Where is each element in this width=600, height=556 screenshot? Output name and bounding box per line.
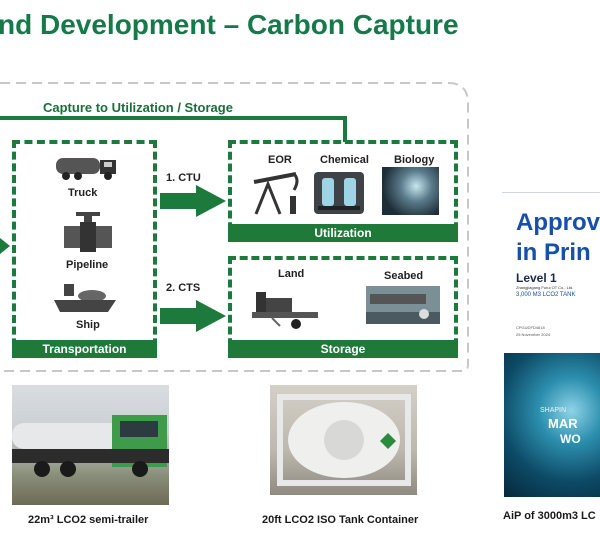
storage-item-land: Land xyxy=(278,268,304,280)
iso-tank-photo xyxy=(270,385,417,495)
transport-item-ship: Ship xyxy=(76,319,100,331)
doc-heading-line2: in Prin xyxy=(516,239,591,267)
aip-document: Approv in Prin Level 1 Zhangjiagang Furu… xyxy=(502,192,600,498)
route-ctu-label: 1. CTU xyxy=(166,172,201,184)
chemical-plant-icon xyxy=(314,168,364,214)
doc-cover-image: SHAPIN MAR WO xyxy=(504,353,600,497)
seabed-storage-icon xyxy=(366,286,440,324)
doc-cover-text1: SHAPIN xyxy=(540,407,566,414)
storage-label: Storage xyxy=(228,340,458,358)
doc-date: 25 November 2024 xyxy=(516,332,550,337)
doc-cover-text3: WO xyxy=(560,432,581,446)
doc-level: Level 1 xyxy=(516,271,557,285)
pipeline-icon xyxy=(64,212,112,252)
transport-item-pipeline: Pipeline xyxy=(66,259,108,271)
biology-image xyxy=(382,167,439,215)
storage-item-seabed: Seabed xyxy=(384,270,423,282)
truck-icon xyxy=(54,154,122,182)
utilization-item-biology: Biology xyxy=(394,154,434,166)
semi-trailer-caption: 22m³ LCO2 semi-trailer xyxy=(28,514,148,526)
doc-subject: 3,000 M3 LCO2 TANK xyxy=(516,292,575,298)
utilization-label: Utilization xyxy=(228,224,458,242)
utilization-item-eor: EOR xyxy=(268,154,292,166)
semi-trailer-illustration xyxy=(12,385,169,505)
land-storage-icon xyxy=(252,282,318,330)
transport-item-truck: Truck xyxy=(68,187,97,199)
doc-company: Zhangjiagang Furui OT Co., Ltd. xyxy=(516,285,573,290)
top-flow-label: Capture to Utilization / Storage xyxy=(43,100,233,115)
doc-ref: CPGUDFD4618 xyxy=(516,325,545,330)
route-cts-label: 2. CTS xyxy=(166,282,200,294)
iso-tank-caption: 20ft LCO2 ISO Tank Container xyxy=(262,514,418,526)
utilization-item-chemical: Chemical xyxy=(320,154,369,166)
oil-pump-icon xyxy=(250,168,302,216)
ship-icon xyxy=(54,280,116,316)
aip-caption: AiP of 3000m3 LC xyxy=(503,510,596,522)
page-title: nd Development – Carbon Capture xyxy=(0,9,459,41)
transportation-label: Transportation xyxy=(12,340,157,358)
doc-cover-text2: MAR xyxy=(548,416,578,431)
semi-trailer-photo xyxy=(12,385,169,505)
iso-tank-illustration xyxy=(270,385,417,495)
ctu-arrow xyxy=(160,185,228,217)
doc-heading-line1: Approv xyxy=(516,209,600,237)
cts-arrow xyxy=(160,300,228,332)
